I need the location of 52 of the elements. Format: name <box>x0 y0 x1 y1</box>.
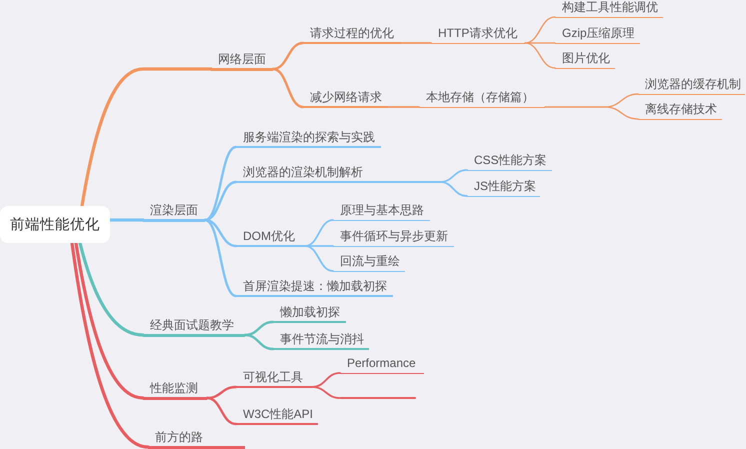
topic-underline <box>340 397 416 399</box>
branch-line <box>439 181 468 197</box>
branch-line <box>272 68 304 108</box>
branch-line <box>244 334 274 350</box>
topic-label: DOM优化 <box>236 229 305 248</box>
topic-label: 请求过程的优化 <box>303 26 401 44</box>
branch-line <box>78 241 145 337</box>
branch-line <box>80 67 213 208</box>
branch-line <box>206 386 238 400</box>
topic-label: 渲染层面 <box>143 203 205 222</box>
branch-line <box>272 42 304 70</box>
topic-label: 浏览器的渲染机制解析 <box>236 165 440 184</box>
topic-label: 首屏渲染提速：懒加载初探 <box>236 279 393 298</box>
topic-label: 原理与基本思路 <box>333 203 430 221</box>
topic-label: 本地存储（存储篇） <box>419 90 545 108</box>
topic-label: 离线存储技术 <box>638 102 722 120</box>
topic-label: Gzip压缩原理 <box>555 26 640 44</box>
branch-line <box>524 42 556 69</box>
topic-label: 浏览器的缓存机制 <box>638 77 745 95</box>
branch-line <box>204 180 238 222</box>
topic-label: 前方的路 <box>148 430 245 449</box>
topic-label: 减少网络请求 <box>303 90 388 108</box>
branch-line <box>74 241 145 400</box>
branch-line <box>108 218 145 222</box>
branch-line <box>244 320 274 336</box>
topic-label: 事件节流与消抖 <box>273 332 369 350</box>
topic-label: 服务端渲染的探索与实践 <box>236 130 381 148</box>
topic-label: 懒加载初探 <box>273 305 346 324</box>
branch-line <box>206 396 238 426</box>
branch-line <box>400 42 432 44</box>
branch-line <box>311 386 341 399</box>
topic-label: 图片优化 <box>555 51 615 69</box>
topic-label: Performance <box>340 356 424 374</box>
branch-line <box>387 106 420 108</box>
topic-label: 经典面试题教学 <box>143 318 245 337</box>
topic-label: HTTP请求优化 <box>431 26 525 44</box>
branch-line <box>204 218 238 298</box>
topic-label: W3C性能API <box>236 407 318 426</box>
topic-label: 构建工具性能调优 <box>555 0 663 18</box>
topic-label: 可视化工具 <box>236 370 312 388</box>
topic-label: 性能监测 <box>143 381 207 400</box>
branch-line <box>304 245 334 247</box>
topic-label: 事件循环与异步更新 <box>333 229 454 247</box>
branch-line <box>544 106 639 120</box>
topic-label: CSS性能方案 <box>467 153 552 171</box>
branch-line <box>304 245 334 272</box>
branch-line <box>70 241 150 449</box>
topic-label: 回流与重绘 <box>333 254 405 272</box>
topic-label: JS性能方案 <box>467 179 540 197</box>
topic-label: 网络层面 <box>211 52 273 71</box>
branch-line <box>524 16 556 44</box>
central-topic-box: 前端性能优化 <box>0 206 110 243</box>
